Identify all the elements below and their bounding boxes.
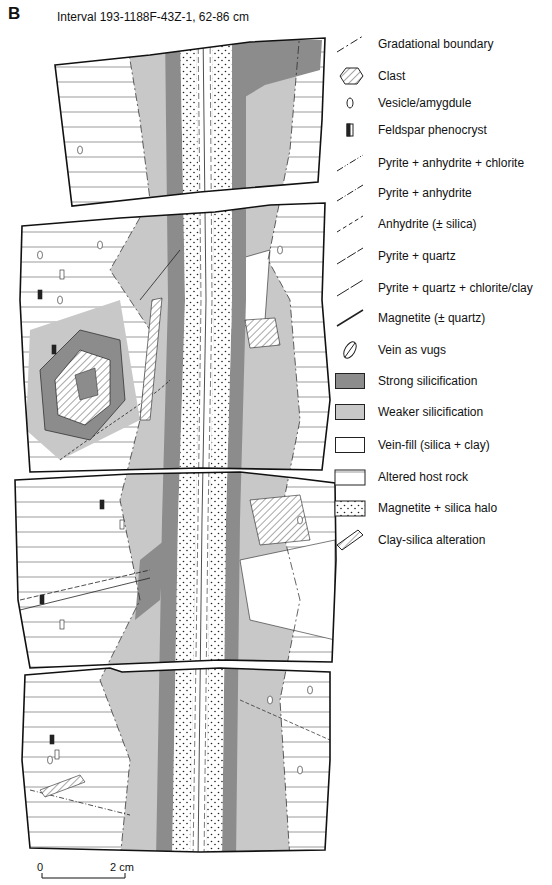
legend-swatch bbox=[335, 373, 365, 389]
legend-swatch bbox=[335, 437, 365, 453]
legend-label: Clay-silica alteration bbox=[378, 533, 485, 547]
interval-title: Interval 193-1188F-43Z-1, 62-86 cm bbox=[57, 10, 249, 24]
legend-label: Magnetite + silica halo bbox=[378, 501, 497, 515]
legend-label: Pyrite + quartz bbox=[378, 249, 456, 263]
legend-label: Clast bbox=[378, 69, 405, 83]
legend-label: Anhydrite (± silica) bbox=[378, 217, 477, 231]
scale-length: 2 cm bbox=[110, 860, 134, 874]
scale-zero: 0 bbox=[37, 860, 43, 874]
legend-label: Pyrite + quartz + chlorite/clay bbox=[378, 281, 533, 295]
legend-label: Magnetite (± quartz) bbox=[378, 311, 485, 325]
panel-letter: B bbox=[8, 4, 20, 24]
legend-label: Pyrite + anhydrite bbox=[378, 186, 472, 200]
legend-label: Altered host rock bbox=[378, 470, 468, 484]
legend-label: Strong silicification bbox=[378, 374, 477, 388]
legend-label: Gradational boundary bbox=[378, 37, 493, 51]
legend-label: Vein as vugs bbox=[378, 343, 446, 357]
legend-swatch bbox=[335, 404, 365, 420]
legend-label: Weaker silicification bbox=[378, 405, 483, 419]
legend-label: Vein-fill (silica + clay) bbox=[378, 438, 490, 452]
legend-label: Feldspar phenocryst bbox=[378, 123, 487, 137]
legend-label: Vesicle/amygdule bbox=[378, 96, 471, 110]
legend-label: Pyrite + anhydrite + chlorite bbox=[378, 156, 524, 170]
